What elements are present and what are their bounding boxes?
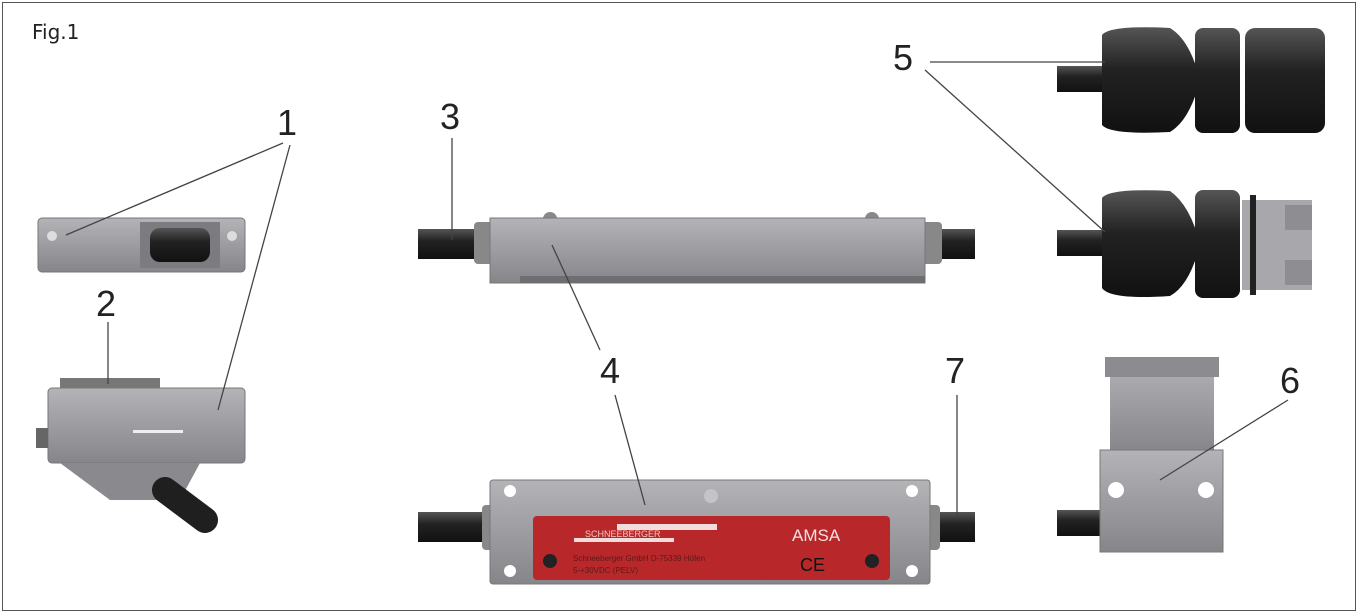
nameplate-line-1: Schneeberger GmbH D-75339 Höfen bbox=[573, 554, 705, 563]
callout-5: 5 bbox=[893, 37, 914, 78]
nameplate bbox=[533, 516, 890, 580]
nameplate-line-2: 5-+30VDC (PELV) bbox=[573, 566, 638, 575]
callout-4: 4 bbox=[600, 350, 621, 391]
panel-socket bbox=[1057, 357, 1224, 553]
leader-lines bbox=[65, 61, 1289, 515]
cover-plate bbox=[37, 217, 246, 273]
callout-2: 2 bbox=[96, 283, 117, 324]
plug-connector-open bbox=[1057, 190, 1312, 298]
sensor-bar-side bbox=[418, 212, 975, 284]
callout-1: 1 bbox=[277, 102, 298, 143]
plug-connector-closed bbox=[1057, 27, 1325, 133]
callout-3: 3 bbox=[440, 96, 461, 137]
connector-housing bbox=[36, 378, 246, 533]
nameplate-model: AMSA bbox=[792, 526, 841, 545]
ce-mark: CE bbox=[800, 555, 825, 575]
figure-label: Fig.1 bbox=[32, 20, 80, 44]
sensor-bar-front: SCHNEEBERGER AMSA CE Schneeberger GmbH D… bbox=[418, 479, 975, 585]
callout-6: 6 bbox=[1280, 360, 1301, 401]
callout-7: 7 bbox=[945, 350, 966, 391]
nameplate-logo: SCHNEEBERGER bbox=[585, 529, 661, 539]
